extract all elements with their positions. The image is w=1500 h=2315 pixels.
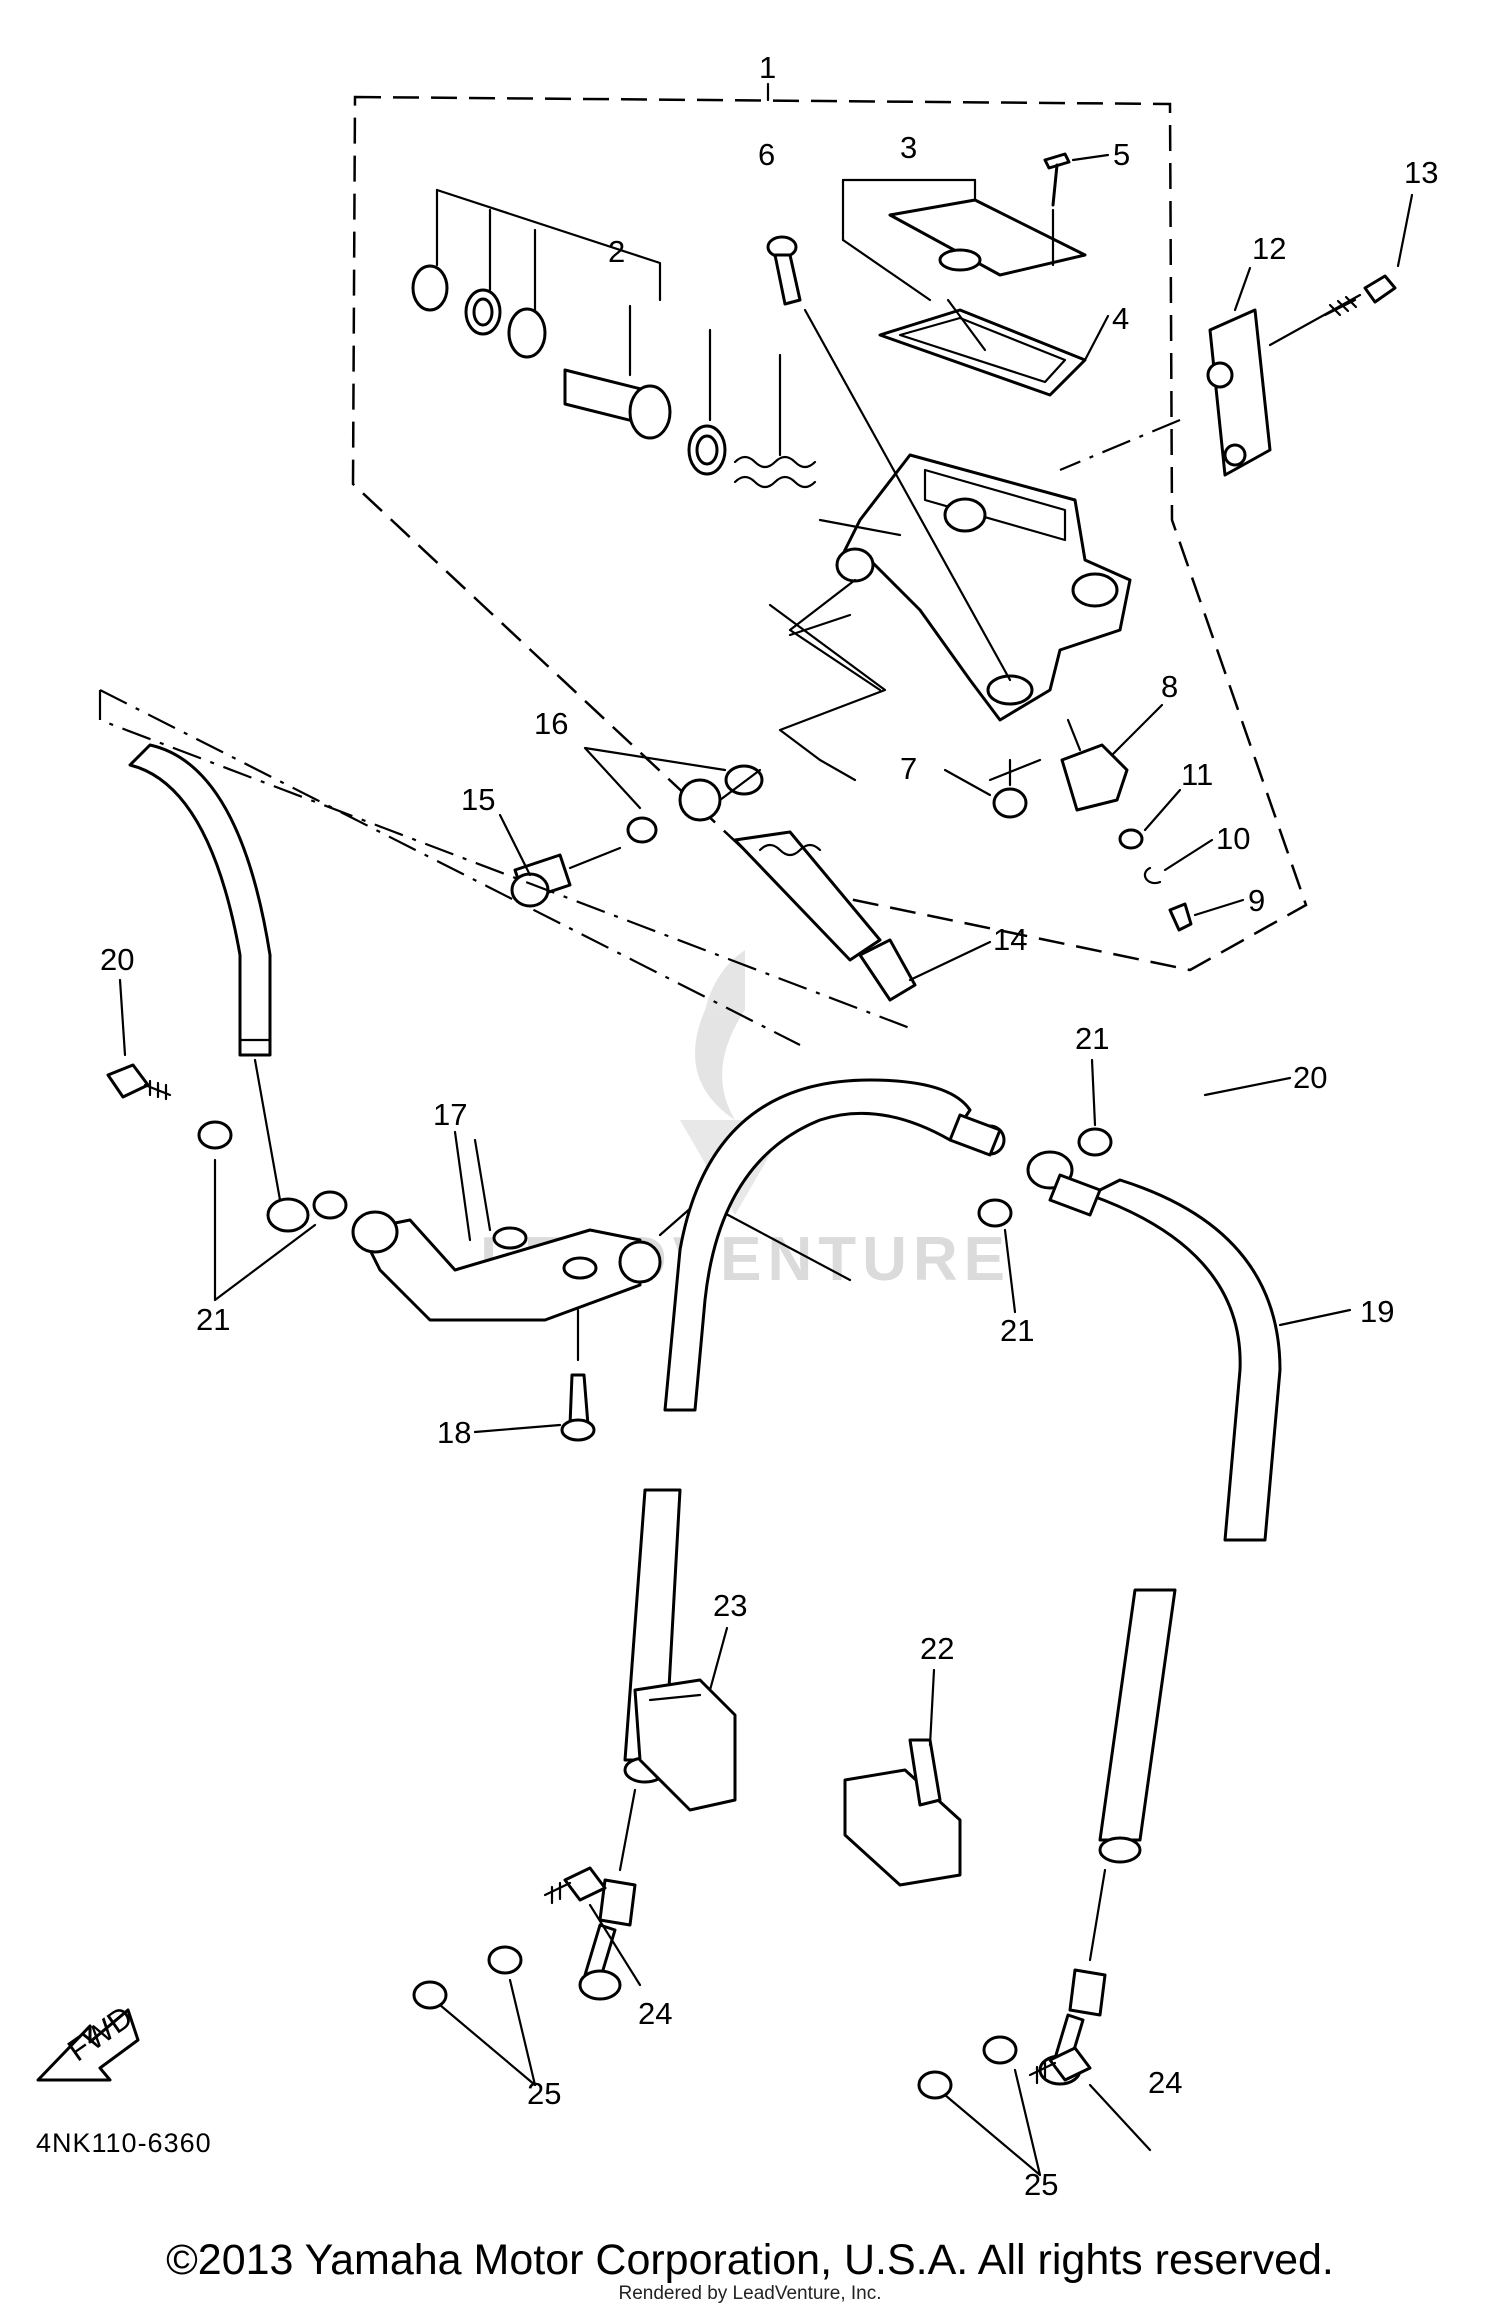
callout-15: 15 xyxy=(461,782,495,817)
brake-joint-17 xyxy=(351,1138,852,1442)
callout-14: 14 xyxy=(993,922,1027,957)
callout-21-left: 21 xyxy=(196,1302,230,1337)
brake-hose-14 xyxy=(510,746,917,1002)
callout-9: 9 xyxy=(1248,883,1265,918)
master-cylinder-body xyxy=(788,453,1132,722)
callout-17: 17 xyxy=(433,1097,467,1132)
copyright-notice: ©2013 Yamaha Motor Corporation, U.S.A. A… xyxy=(166,2236,1334,2284)
callout-21-right: 21 xyxy=(1000,1313,1034,1348)
clamp-22 xyxy=(843,1738,962,1887)
callout-3: 3 xyxy=(900,130,917,165)
callout-25-left: 25 xyxy=(527,2076,561,2111)
bleed-screw xyxy=(766,235,1012,682)
callout-21-top: 21 xyxy=(1075,1021,1109,1056)
callout-12: 12 xyxy=(1252,231,1286,266)
callout-18: 18 xyxy=(437,1415,471,1450)
callout-24-left: 24 xyxy=(638,1996,672,2031)
callout-22: 22 xyxy=(920,1631,954,1666)
callout-20-left: 20 xyxy=(100,942,134,977)
union-bolt-left xyxy=(106,1063,348,1302)
callout-23: 23 xyxy=(713,1588,747,1623)
callout-2: 2 xyxy=(608,234,625,269)
reservoir-cap xyxy=(841,152,1087,397)
holder xyxy=(1059,193,1414,477)
brake-hose-19 xyxy=(663,1078,1282,1542)
callout-13: 13 xyxy=(1404,155,1438,190)
callout-19: 19 xyxy=(1360,1294,1394,1329)
hose-upper-left xyxy=(128,743,310,1233)
assembly-outline xyxy=(351,95,1308,972)
callout-25-right: 25 xyxy=(1024,2167,1058,2202)
callout-8: 8 xyxy=(1161,669,1178,704)
callout-5: 5 xyxy=(1113,137,1130,172)
callout-6: 6 xyxy=(758,137,775,172)
callout-10: 10 xyxy=(1216,821,1250,856)
rendered-by-credit: Rendered by LeadVenture, Inc. xyxy=(618,2283,882,2304)
callout-7: 7 xyxy=(900,751,917,786)
piston-kit xyxy=(411,188,817,489)
callout-11: 11 xyxy=(1181,757,1213,792)
diagram-code: 4NK110-6360 xyxy=(36,2128,212,2158)
callout-24-right: 24 xyxy=(1148,2065,1182,2100)
callout-20-right: 20 xyxy=(1293,1060,1327,1095)
fwd-arrow: FWD xyxy=(36,1999,140,2082)
callout-1: 1 xyxy=(759,50,776,85)
brake-switch xyxy=(988,718,1193,932)
callout-4: 4 xyxy=(1112,301,1129,336)
clamp-23 xyxy=(633,1678,737,1812)
union-bolt-24 xyxy=(543,1866,1092,2085)
callout-16: 16 xyxy=(534,706,568,741)
